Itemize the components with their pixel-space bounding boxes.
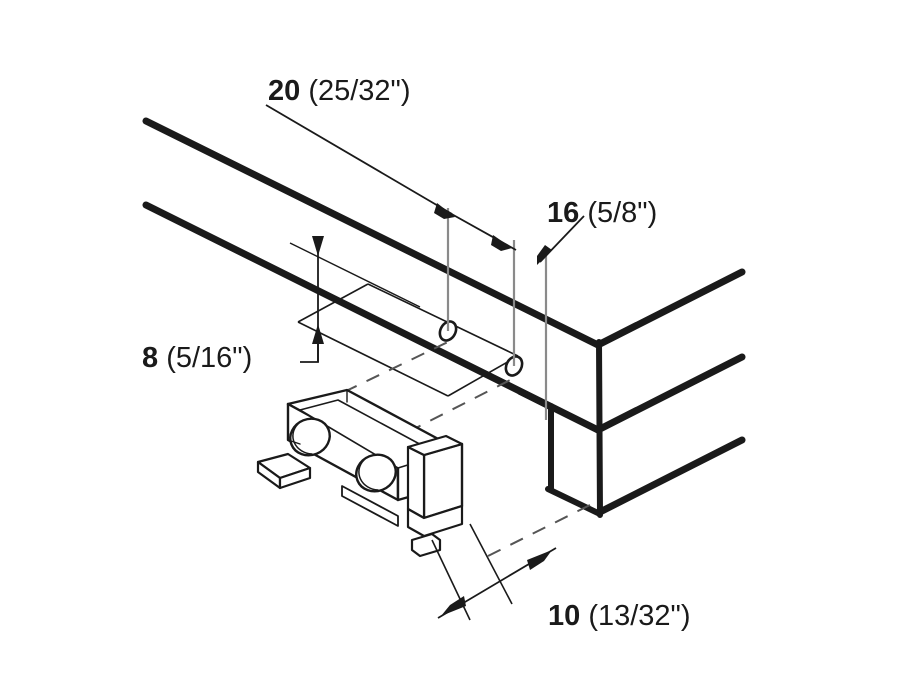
- dimension-8-jog: [300, 330, 319, 363]
- cabinet-panel-corner: [142, 117, 746, 518]
- dimension-20-arrowhead: [434, 203, 455, 219]
- dimension-8-arrowhead-top: [312, 236, 324, 256]
- dimension-20-label: 20 (25/32"): [268, 75, 411, 107]
- layout-line-right: [367, 283, 519, 357]
- dimension-8-reference-line: [289, 242, 421, 308]
- panel-right-top-front-edge: [594, 353, 746, 434]
- dimension-16-label: 16 (5/8"): [547, 197, 657, 229]
- dimension-8-label: 8 (5/16"): [142, 342, 252, 374]
- alignment-line-bottom: [487, 501, 597, 557]
- dimension-16-arrowhead-right: [537, 245, 552, 265]
- layout-line-left: [297, 321, 449, 397]
- panel-right-bottom-edge: [596, 436, 746, 516]
- dimension-8-group: 8 (5/16"): [142, 236, 421, 374]
- extension-lines: [446, 208, 548, 420]
- bracket-bore-1-inner: [292, 423, 313, 455]
- dimension-16-group: 16 (5/8"): [447, 197, 657, 265]
- dimension-16-arrowhead-left: [491, 235, 512, 251]
- panel-right-top-back-edge: [594, 268, 746, 349]
- panel-top-back-edge: [142, 117, 602, 349]
- dimension-20-group: 20 (25/32"): [265, 75, 455, 219]
- dimension-10-label: 10 (13/32"): [548, 600, 691, 632]
- connector-bracket: [256, 388, 464, 558]
- bracket-detail-line-2: [287, 439, 301, 445]
- panel-bottom-front-edge-stub: [517, 389, 557, 412]
- bracket-right-wing-side: [406, 445, 426, 520]
- dimension-10-group: 10 (13/32"): [431, 523, 691, 632]
- layout-line-top: [297, 283, 369, 323]
- bracket-right-wing-foot: [406, 504, 464, 538]
- bracket-locating-nub: [410, 532, 442, 558]
- panel-left-thickness-bottom: [545, 486, 603, 517]
- alignment-line-lower: [407, 375, 519, 433]
- dimension-10-extension-right: [469, 523, 513, 605]
- bracket-center-slot: [341, 485, 399, 527]
- dimension-20-line: [265, 104, 453, 215]
- dimension-10-arrowhead-left: [441, 596, 466, 616]
- bracket-bore-1-outer: [289, 417, 331, 457]
- bracket-bore-2-inner: [358, 459, 379, 491]
- bracket-bore-2-outer: [355, 453, 397, 493]
- alignment-guide-lines: [343, 339, 597, 557]
- bracket-left-tab-edge: [278, 466, 312, 490]
- dimension-10-arrowhead-right: [527, 550, 552, 570]
- alignment-line-upper: [343, 339, 453, 393]
- bracket-right-wing-top: [406, 434, 464, 457]
- panel-corner-vertical-edge: [596, 339, 603, 518]
